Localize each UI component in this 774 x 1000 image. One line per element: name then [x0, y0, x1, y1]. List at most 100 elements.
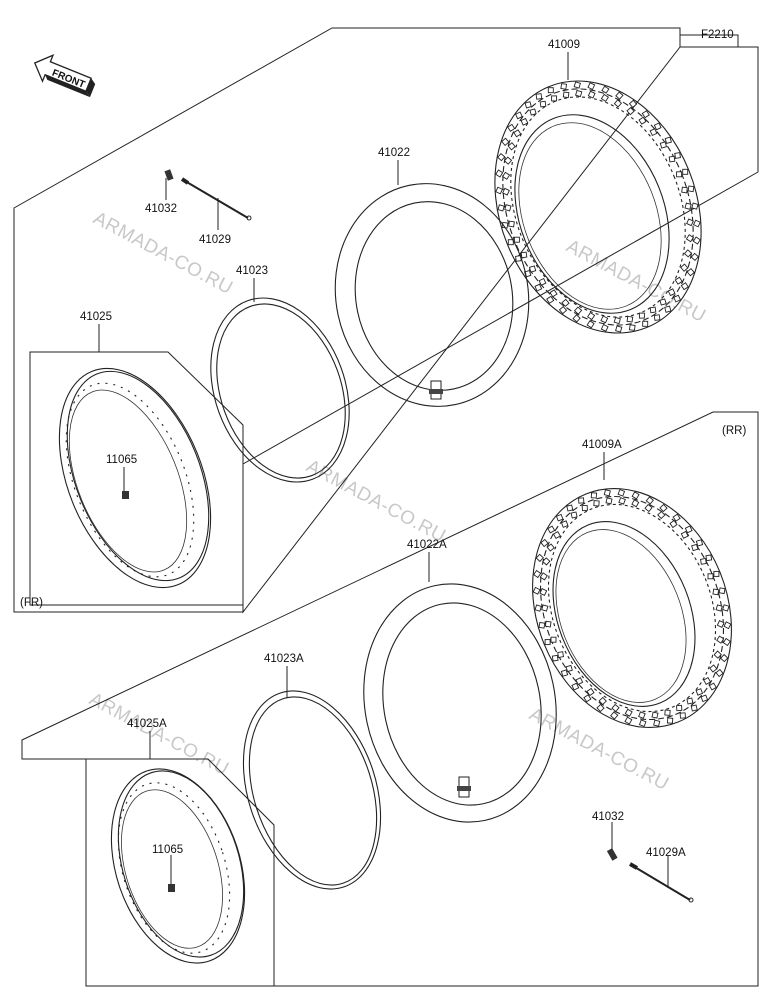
tread-knob — [541, 604, 549, 612]
tread-knob — [583, 694, 592, 703]
tread-knob — [587, 312, 596, 321]
tread-knob — [529, 108, 537, 116]
tread-knob — [624, 708, 633, 717]
tread-knob — [638, 719, 647, 728]
tread-knob — [685, 234, 694, 243]
tread-knob — [534, 604, 542, 612]
tread-knob — [638, 116, 647, 125]
tread-knob — [628, 99, 638, 109]
tread-knob — [712, 588, 720, 596]
tread-knob — [681, 186, 688, 194]
rear-nipple — [606, 848, 618, 861]
tread-knob — [593, 500, 600, 507]
tread-knob — [538, 621, 546, 629]
tread-knob — [695, 539, 704, 547]
tread-knob — [707, 573, 714, 580]
tread-knob — [653, 314, 661, 321]
tread-knob — [533, 569, 542, 579]
tread-knob — [613, 99, 623, 108]
tread-knob — [684, 202, 692, 210]
tread-knob — [560, 669, 569, 677]
tread-knob — [501, 137, 510, 146]
front-tire — [494, 80, 702, 334]
front-rim-band — [210, 297, 350, 483]
tread-knob — [700, 558, 707, 565]
watermark-4: ARMADA-CO.RU — [86, 689, 233, 780]
tread-knob — [691, 202, 699, 210]
rear-rim — [110, 768, 246, 964]
tread-knob — [524, 101, 532, 109]
rear-tube — [363, 583, 557, 823]
tread-knob — [713, 570, 720, 577]
tread-knob — [571, 682, 580, 691]
tread-knob — [566, 504, 574, 512]
tread-knob — [565, 664, 573, 673]
label-front-spoke: 41029 — [199, 234, 231, 246]
tread-knob — [586, 687, 595, 697]
tread-knob — [715, 668, 724, 678]
tread-knob — [680, 263, 689, 272]
label-rear-nipple: 41032 — [592, 811, 624, 823]
tread-knob — [666, 717, 674, 724]
watermark-1: ARMADA-CO.RU — [90, 208, 237, 299]
label-rear-tire: 41009A — [582, 439, 622, 451]
front-nipple — [164, 169, 174, 181]
tread-knob — [722, 604, 730, 612]
tread-knob — [659, 298, 667, 306]
tread-knob — [544, 620, 552, 628]
tread-knob — [617, 488, 626, 497]
tread-knob — [680, 282, 689, 291]
tread-knob — [552, 530, 561, 540]
tread-knob — [575, 89, 583, 98]
figure-code: F2210 — [701, 29, 734, 41]
front-section-frame-outline — [13, 27, 681, 614]
tread-knob — [692, 236, 701, 245]
tread-knob — [626, 106, 635, 116]
tread-knob — [645, 496, 654, 505]
tread-knob — [674, 152, 681, 159]
tread-knob — [703, 676, 712, 686]
tread-knob — [562, 91, 570, 99]
tread-knob — [709, 664, 718, 673]
tread-knob — [520, 117, 529, 126]
tread-knob — [495, 169, 504, 178]
tread-knob — [532, 586, 541, 595]
tread-knob — [718, 587, 726, 595]
tread-knob — [558, 305, 568, 315]
tread-knob — [578, 497, 585, 504]
front-arrow-icon: FRONT — [33, 54, 96, 98]
tread-knob — [551, 95, 558, 102]
tread-knob — [716, 620, 725, 628]
tread-knob — [687, 185, 695, 193]
tread-knob — [586, 320, 595, 329]
rear-rim-band — [242, 690, 382, 890]
tread-knob — [624, 716, 633, 725]
tread-knob — [560, 520, 569, 528]
tread-knob — [547, 87, 554, 94]
tread-knob — [668, 155, 676, 163]
tread-knob — [638, 312, 645, 319]
front-rim — [58, 367, 212, 589]
tread-knob — [673, 294, 682, 303]
tread-knob — [667, 288, 676, 297]
tread-knob — [664, 709, 671, 716]
tread-knob — [695, 688, 704, 696]
tread-knob — [691, 543, 699, 552]
tread-knob — [497, 152, 506, 162]
tread-knob — [692, 219, 701, 228]
tread-knob — [587, 82, 596, 91]
tread-knob — [502, 171, 511, 180]
tread-knob — [723, 621, 732, 630]
tread-knob — [547, 525, 556, 534]
tread-knob — [600, 323, 609, 332]
tread-knob — [503, 156, 513, 165]
tread-knob — [507, 239, 514, 246]
tread-knob — [514, 111, 523, 120]
tread-knob — [513, 236, 520, 243]
tread-knob — [722, 637, 731, 647]
tread-knob — [628, 324, 636, 331]
tread-knob — [686, 268, 695, 277]
label-front-tube: 41022 — [378, 147, 410, 159]
label-rear-rim-band: 41023A — [264, 653, 304, 665]
